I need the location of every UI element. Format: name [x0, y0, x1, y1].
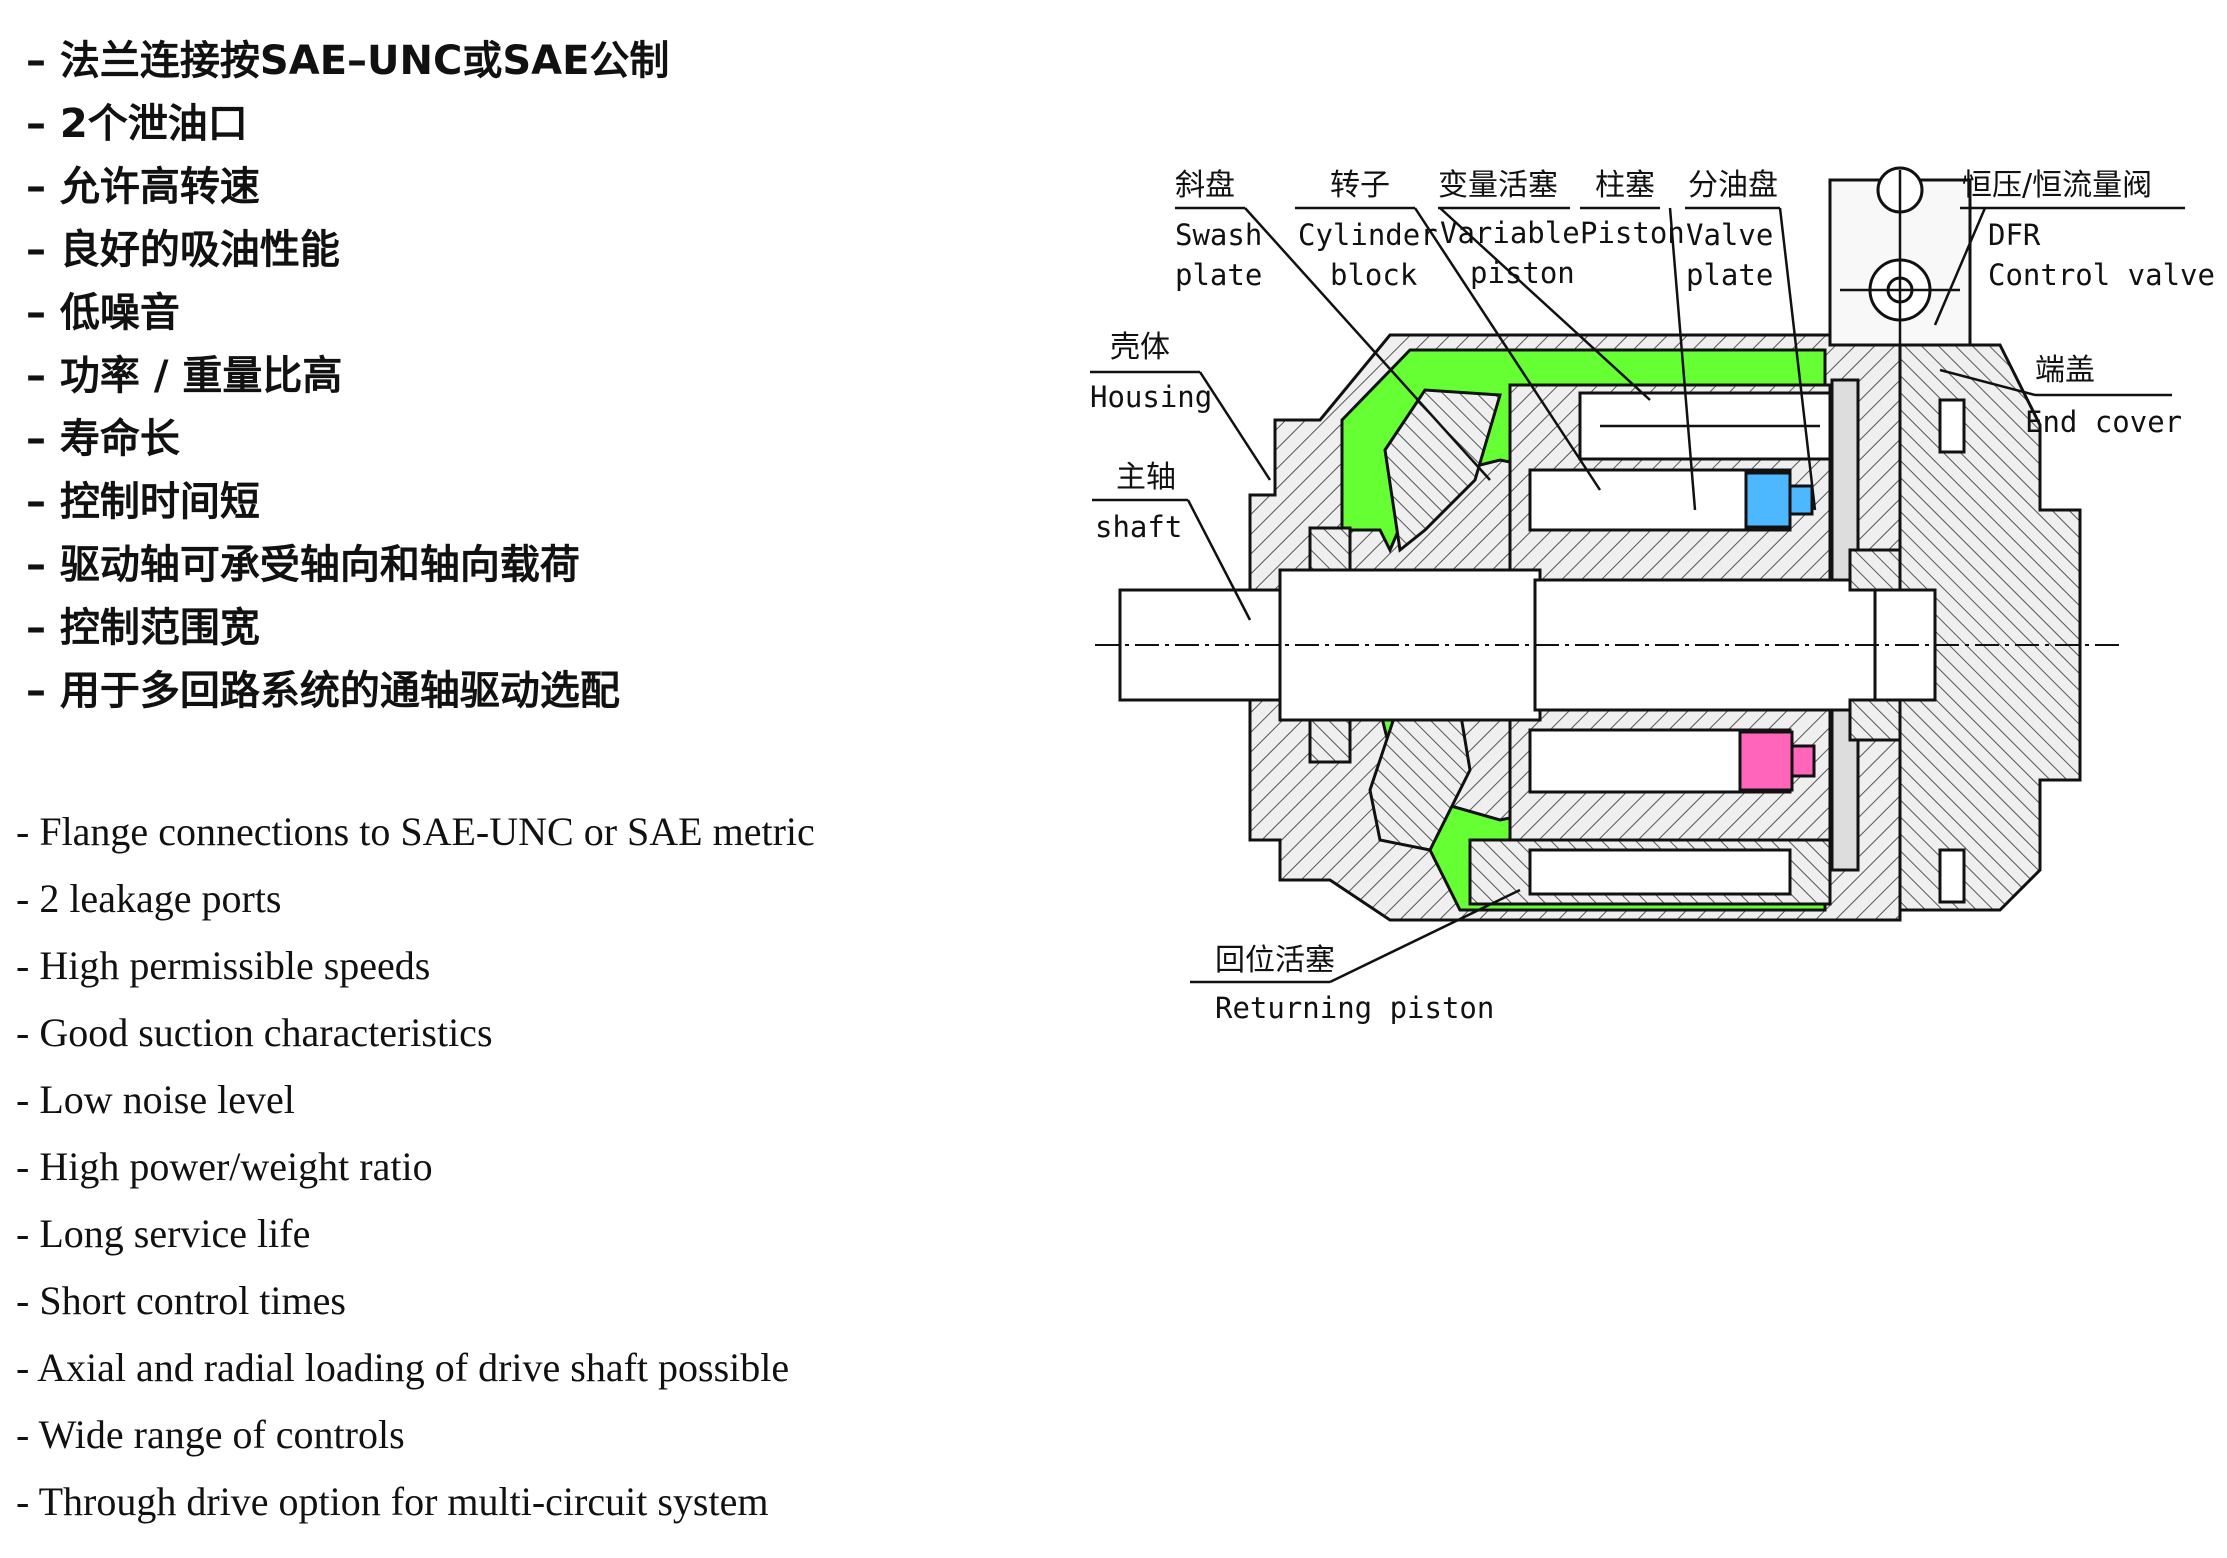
rear-bearing — [1848, 548, 1902, 592]
front-bearing — [1308, 526, 1352, 572]
feature-en-item: - Good suction characteristics — [16, 1010, 493, 1055]
feature-cn-item: – 控制范围宽 — [26, 605, 260, 651]
label-control-en-1: DFR — [1988, 218, 2041, 252]
upper-piston — [1528, 468, 1814, 532]
front-bearing-lower — [1308, 718, 1352, 764]
returning-piston — [1468, 838, 1966, 906]
label-cylinder-en-2: block — [1330, 258, 1418, 292]
feature-cn-item: – 良好的吸油性能 — [26, 227, 340, 273]
label-variable-cn: 变量活塞 — [1438, 168, 1558, 203]
control-valve-housing — [1828, 166, 1972, 347]
feature-cn-item: – 控制时间短 — [26, 479, 260, 525]
label-swash-cn: 斜盘 — [1175, 168, 1235, 203]
feature-cn-item: – 法兰连接按SAE–UNC或SAE公制 — [26, 38, 670, 84]
label-cylinder-cn: 转子 — [1330, 168, 1390, 203]
label-housing-en: Housing — [1090, 380, 1212, 414]
label-endcover-cn: 端盖 — [2035, 353, 2095, 388]
feature-cn-item: – 2个泄油口 — [26, 101, 248, 147]
label-endcover-en: End cover — [2025, 405, 2182, 439]
feature-list-english: - Flange connections to SAE-UNC or SAE m… — [16, 798, 1016, 1535]
label-cylinder-en-1: Cylinder — [1298, 218, 1438, 252]
feature-en-item: - Axial and radial loading of drive shaf… — [16, 1345, 790, 1390]
feature-cn-item: – 驱动轴可承受轴向和轴向载荷 — [26, 542, 580, 588]
label-valve-en-2: plate — [1686, 258, 1773, 292]
label-housing-cn: 壳体 — [1110, 330, 1170, 365]
feature-cn-item: – 功率 / 重量比高 — [26, 353, 343, 399]
feature-en-item: - Flange connections to SAE-UNC or SAE m… — [16, 809, 815, 854]
label-shaft-cn: 主轴 — [1116, 460, 1176, 495]
label-control-cn: 恒压/恒流量阀 — [1962, 168, 2152, 203]
feature-en-item: - 2 leakage ports — [16, 876, 282, 921]
feature-cn-item: – 低噪音 — [26, 290, 180, 336]
label-swash-en-1: Swash — [1175, 218, 1262, 252]
feature-en-item: - Through drive option for multi-circuit… — [16, 1479, 769, 1524]
variable-piston — [1578, 391, 1966, 461]
feature-en-item: - High permissible speeds — [16, 943, 431, 988]
label-variable-en-1: Variable — [1440, 216, 1580, 250]
label-swash-en-2: plate — [1175, 258, 1262, 292]
label-piston-cn: 柱塞 — [1595, 168, 1655, 203]
drive-shaft — [1095, 568, 2120, 722]
feature-cn-item: – 允许高转速 — [26, 164, 260, 210]
feature-en-item: - Short control times — [16, 1278, 346, 1323]
feature-cn-item: – 用于多回路系统的通轴驱动选配 — [26, 668, 620, 714]
label-valve-en-1: Valve — [1686, 218, 1773, 252]
feature-en-item: - Long service life — [16, 1211, 311, 1256]
lower-piston — [1528, 728, 1816, 794]
feature-en-item: - Wide range of controls — [16, 1412, 405, 1457]
feature-en-item: - Low noise level — [16, 1077, 295, 1122]
label-returning-cn: 回位活塞 — [1215, 943, 1335, 978]
label-valve-cn: 分油盘 — [1688, 168, 1778, 203]
label-piston-en: Piston — [1580, 216, 1685, 250]
swash-plate — [1383, 388, 1502, 553]
feature-cn-item: – 寿命长 — [26, 416, 180, 462]
feature-list-chinese: – 法兰连接按SAE–UNC或SAE公制 – 2个泄油口 – 允许高转速 – 良… — [26, 30, 1026, 723]
feature-en-item: - High power/weight ratio — [16, 1144, 433, 1189]
label-control-en-2: Control valve — [1988, 258, 2215, 292]
end-cover-body — [1898, 343, 2082, 912]
label-shaft-en: shaft — [1095, 510, 1182, 544]
pump-cross-section-diagram: 斜盘 Swash plate 转子 Cylinder block 变量活塞 Va… — [1090, 166, 2215, 1025]
rear-bearing-lower — [1848, 698, 1902, 742]
label-returning-en: Returning piston — [1215, 991, 1494, 1025]
